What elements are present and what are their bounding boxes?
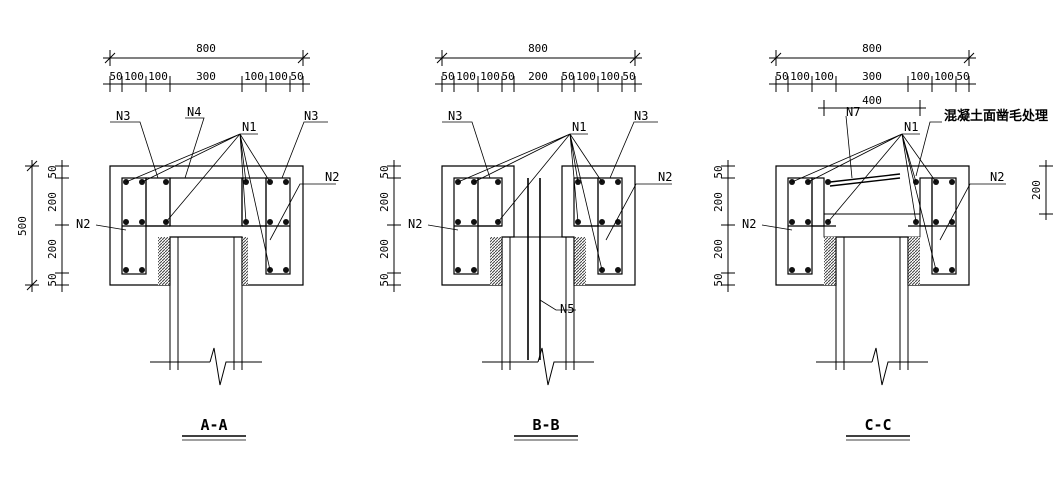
total-dim-label: 800 (528, 42, 548, 55)
sub-dim: 100 (814, 70, 834, 83)
overall-height-dim: 500 (16, 216, 29, 236)
sub-dim: 50 (290, 70, 303, 83)
section-title: A-A (200, 416, 227, 434)
label-n5: N5 (560, 302, 574, 316)
label-n3-left: N3 (448, 109, 462, 123)
sub-dim: 300 (862, 70, 882, 83)
label-n2-right: N2 (325, 170, 339, 184)
leaders (427, 121, 672, 311)
label-n2: N2 (408, 217, 422, 231)
sub-dim: 100 (148, 70, 168, 83)
leaders (95, 117, 336, 271)
top-dim-400: 400 (862, 94, 882, 107)
anchor-bars-n5 (527, 178, 541, 360)
sub-dim: 50 (441, 70, 454, 83)
label-n1: N1 (242, 120, 256, 134)
section-c-c: 800 50 100 100 300 100 100 50 400 50 200… (712, 42, 1053, 441)
sub-dim: 100 (910, 70, 930, 83)
sub-dim: 50 (561, 70, 574, 83)
total-dim-label: 800 (862, 42, 882, 55)
sub-dim: 200 (528, 70, 548, 83)
label-n2-right: N2 (990, 170, 1004, 184)
total-dim-label: 800 (196, 42, 216, 55)
label-n3-right: N3 (634, 109, 648, 123)
label-n7: N7 (846, 105, 860, 119)
label-n2-right: N2 (658, 170, 672, 184)
sub-dim: 100 (244, 70, 264, 83)
sub-dim: 50 (622, 70, 635, 83)
sub-dim: 100 (268, 70, 288, 83)
sub-dim: 300 (196, 70, 216, 83)
left-dim: 50 (378, 273, 391, 286)
label-n1: N1 (572, 120, 586, 134)
section-title: B-B (532, 416, 559, 434)
hatch-right (908, 237, 920, 285)
sub-dim: 50 (956, 70, 969, 83)
left-dim: 50 (46, 273, 59, 286)
hatch-right (574, 237, 586, 285)
rebar-n7 (829, 173, 901, 187)
sub-dim: 100 (480, 70, 500, 83)
left-dim: 200 (46, 192, 59, 212)
label-n4: N4 (187, 105, 201, 119)
column (482, 236, 594, 386)
sub-dim: 100 (790, 70, 810, 83)
hatch-right (242, 237, 248, 285)
sub-dim: 100 (600, 70, 620, 83)
sub-dim: 50 (775, 70, 788, 83)
new-concrete-pocket (823, 178, 921, 215)
sub-dim: 100 (124, 70, 144, 83)
sub-dim: 50 (501, 70, 514, 83)
right-dim-200: 200 (1030, 180, 1043, 200)
section-a-a: 800 50 100 100 300 100 100 50 500 50 200… (16, 42, 339, 441)
left-dim: 200 (378, 239, 391, 259)
label-n2: N2 (76, 217, 90, 231)
left-dimension (387, 160, 401, 292)
rebar-cage (453, 177, 623, 275)
hatch-left (824, 237, 836, 285)
label-n3-right: N3 (304, 109, 318, 123)
section-b-b: 800 50 100 100 50 200 50 100 100 50 50 2… (378, 42, 672, 441)
left-dim: 50 (712, 165, 725, 178)
leaders (761, 115, 1006, 271)
sub-dim: 100 (576, 70, 596, 83)
roughen-note: 混凝土面凿毛处理 (944, 108, 1048, 124)
left-dim: 200 (712, 239, 725, 259)
hatch-left (490, 237, 502, 285)
left-dim: 200 (712, 192, 725, 212)
sub-dim: 50 (109, 70, 122, 83)
label-n1: N1 (904, 120, 918, 134)
column (816, 237, 928, 386)
left-dim: 50 (712, 273, 725, 286)
section-title: C-C (864, 416, 891, 434)
sub-dim: 100 (934, 70, 954, 83)
column (150, 237, 262, 386)
top-dimension (769, 50, 976, 116)
pocket-base (823, 213, 921, 238)
label-n3-left: N3 (116, 109, 130, 123)
top-dimension (435, 50, 642, 92)
hatch-left (158, 237, 170, 285)
left-dim: 200 (46, 239, 59, 259)
left-dimension (721, 160, 1053, 292)
left-dimension (25, 160, 69, 292)
rebar-cage (121, 177, 291, 275)
left-dim: 50 (46, 165, 59, 178)
top-dimension (103, 50, 310, 92)
left-dim: 50 (378, 165, 391, 178)
left-dim: 200 (378, 192, 391, 212)
label-n2: N2 (742, 217, 756, 231)
sub-dim: 100 (456, 70, 476, 83)
rebar-cage (787, 177, 957, 275)
